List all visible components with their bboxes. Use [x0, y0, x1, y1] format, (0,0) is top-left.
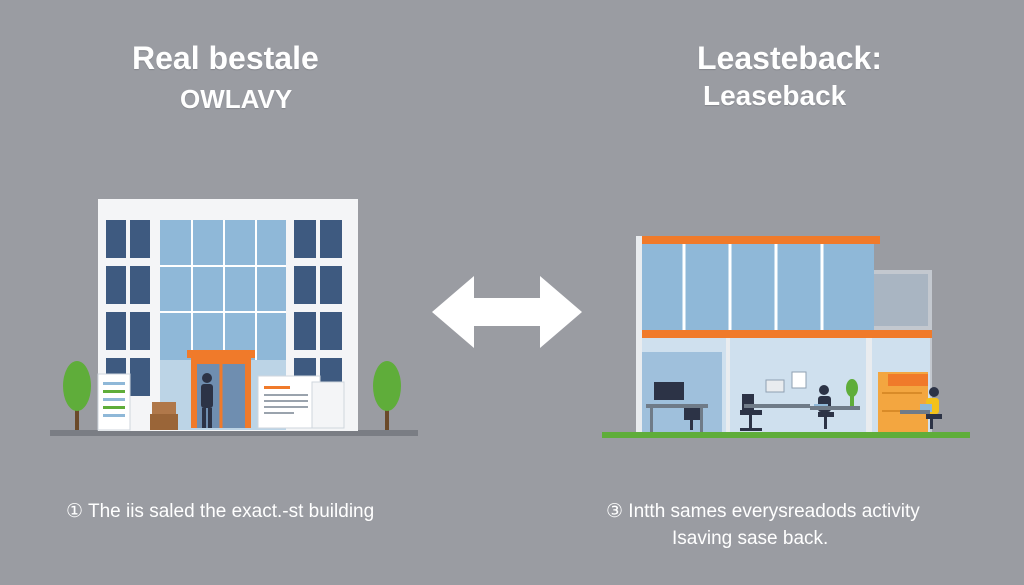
document-icon [97, 373, 345, 431]
dark-windows-left [106, 220, 150, 396]
tree-icon [63, 361, 91, 430]
box-stack [150, 402, 178, 430]
right-title: Leasteback: [697, 40, 882, 76]
left-caption: ① The iis saled the exact.-st building [66, 501, 375, 522]
upper-mullions [682, 244, 824, 332]
floor-band [636, 330, 932, 338]
roof-band [636, 236, 880, 244]
right-caption-line2: Isaving sase back. [672, 528, 829, 549]
bookshelf [878, 372, 928, 432]
leaseback-building [602, 236, 970, 438]
tree-icon [373, 361, 401, 430]
sold-building [50, 199, 418, 436]
grass-line [602, 432, 970, 438]
businessman-icon [201, 373, 213, 428]
left-subtitle: OWLAVY [180, 84, 293, 114]
entrance-canopy [187, 350, 255, 358]
upper-glass [640, 244, 874, 332]
ground-line [50, 430, 418, 436]
glass-mullions [160, 220, 286, 360]
workstation [646, 382, 708, 432]
right-subtitle: Leaseback [703, 80, 847, 111]
double-arrow-icon [432, 276, 582, 348]
left-title: Real bestale [132, 40, 319, 76]
right-caption-line1: ③ Intth sames everysreadods activity [606, 501, 920, 522]
